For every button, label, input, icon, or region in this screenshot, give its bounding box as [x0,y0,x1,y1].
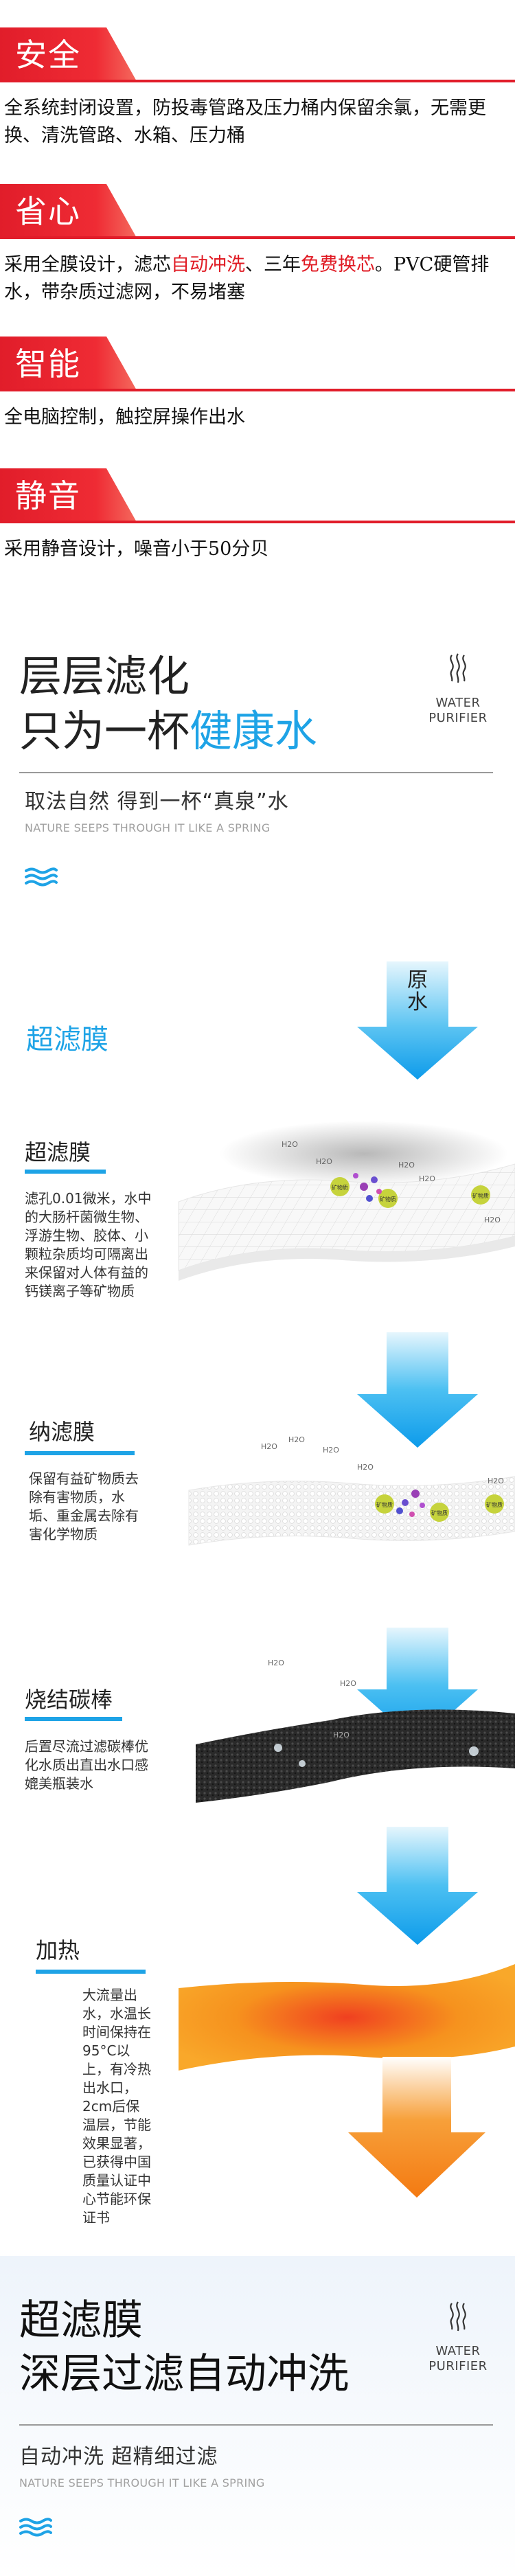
svg-text:H2O: H2O [419,1174,435,1183]
divider [19,2424,493,2426]
step-desc-nf: 保留有益矿物质去除有害物质，水垢、重金属去除有害化学物质 [29,1470,139,1542]
svg-text:矿物质: 矿物质 [380,1196,396,1202]
hero-title: 层层滤化 只为一杯健康水 [19,651,318,756]
feature-tag: 静音 [0,468,515,523]
feature-safety: 安全 全系统封闭设置，防投毒管路及压力桶内保留余氯，无需更换、清洗管路、水箱、压… [0,27,515,150]
step-underline [36,1970,146,1974]
feature-quiet: 静音 采用静音设计，噪音小于50分贝 [0,468,515,563]
feature-desc: 全系统封闭设置，防投毒管路及压力桶内保留余氯，无需更换、清洗管路、水箱、压力桶 [4,98,486,146]
feature-label: 智能 [15,345,81,383]
svg-text:H2O: H2O [398,1161,415,1170]
flow-arrow-icon [357,1332,478,1448]
svg-text:H2O: H2O [261,1442,277,1451]
flow-arrow-icon [357,961,478,1080]
step-title-carbon: 烧结碳棒 [25,1687,113,1713]
svg-text:H2O: H2O [282,1140,298,1149]
svg-text:H2O: H2O [340,1679,356,1688]
svg-text:H2O: H2O [333,1731,350,1740]
steam-icon [420,2301,496,2338]
svg-text:H2O: H2O [268,1659,284,1667]
step-desc-heating: 大流量出水，水温长时间保持在95°C以上，有冷热出水口，2cm后保温层，节能效果… [82,1987,151,2226]
brand-mark: WATER PURIFIER [420,2301,496,2374]
feature-label: 安全 [15,36,81,73]
feature-label: 省心 [15,193,81,230]
step-underline [25,1717,122,1721]
svg-text:矿物质: 矿物质 [472,1192,489,1199]
raw-water-label: 原水 [407,968,428,1014]
svg-text:H2O: H2O [288,1435,305,1444]
feature-desc: 采用全膜设计，滤芯自动冲洗、三年免费换芯。PVC硬管排水，带杂质过滤网，不易堵塞 [4,254,490,303]
nf-membrane-layer: 矿物质 矿物质 矿物质 H2O H2O H2O H2O H2O [188,1435,515,1546]
feature-tag: 省心 [0,184,515,239]
step-desc-uf: 滤孔0.01微米，水中的大肠杆菌微生物、浮游生物、胶体、小颗粒杂质均可隔离出来保… [25,1190,152,1299]
feature-worry-free: 省心 采用全膜设计，滤芯自动冲洗、三年免费换芯。PVC硬管排水，带杂质过滤网，不… [0,184,515,306]
svg-text:矿物质: 矿物质 [431,1509,448,1516]
svg-text:H2O: H2O [357,1463,374,1472]
svg-text:H2O: H2O [323,1446,339,1455]
feature-tag: 智能 [0,337,515,391]
svg-text:矿物质: 矿物质 [332,1184,348,1191]
waves-icon [19,2518,52,2537]
hero-subtitle: 取法自然 得到一杯“真泉”水 NATURE SEEPS THROUGH IT L… [25,790,289,834]
heat-arrow-icon [348,2057,485,2198]
section-label-uf: 超滤膜 [26,1024,108,1056]
divider [19,772,493,773]
feature-smart: 智能 全电脑控制，触控屏操作出水 [0,337,515,431]
brand-mark: WATER PURIFIER [420,652,496,726]
bottom-subtitle: 自动冲洗 超精细过滤 NATURE SEEPS THROUGH IT LIKE … [19,2445,265,2489]
step-underline [25,1170,106,1174]
svg-text:矿物质: 矿物质 [376,1501,393,1508]
svg-text:H2O: H2O [316,1157,332,1166]
step-title-heating: 加热 [36,1937,80,1963]
flow-arrow-icon [357,1827,478,1945]
uf-membrane-layer: 矿物质 矿物质 矿物质 H2O H2O H2O H2O H2O [178,1121,515,1281]
cropped-top-text [0,0,515,10]
heating-layer [179,1964,515,2071]
step-desc-carbon: 后置尽流过滤碳棒优化水质出直出水口感媲美瓶装水 [25,1738,148,1792]
feature-label: 静音 [15,477,81,514]
step-title-nf: 纳滤膜 [29,1419,95,1445]
feature-desc: 采用静音设计，噪音小于50分贝 [4,538,269,560]
feature-tag: 安全 [0,27,515,82]
bottom-background [0,2256,515,2576]
svg-text:H2O: H2O [484,1216,501,1224]
steam-icon [420,652,496,690]
bottom-title: 超滤膜 深层过滤自动冲洗 [19,2296,349,2398]
feature-desc: 全电脑控制，触控屏操作出水 [4,407,245,428]
carbon-rod-layer: H2O H2O H2O [196,1659,515,1803]
svg-text:H2O: H2O [488,1477,504,1485]
step-underline [25,1451,135,1455]
step-title-uf: 超滤膜 [25,1139,91,1165]
svg-text:矿物质: 矿物质 [486,1501,503,1508]
waves-icon [25,867,58,887]
